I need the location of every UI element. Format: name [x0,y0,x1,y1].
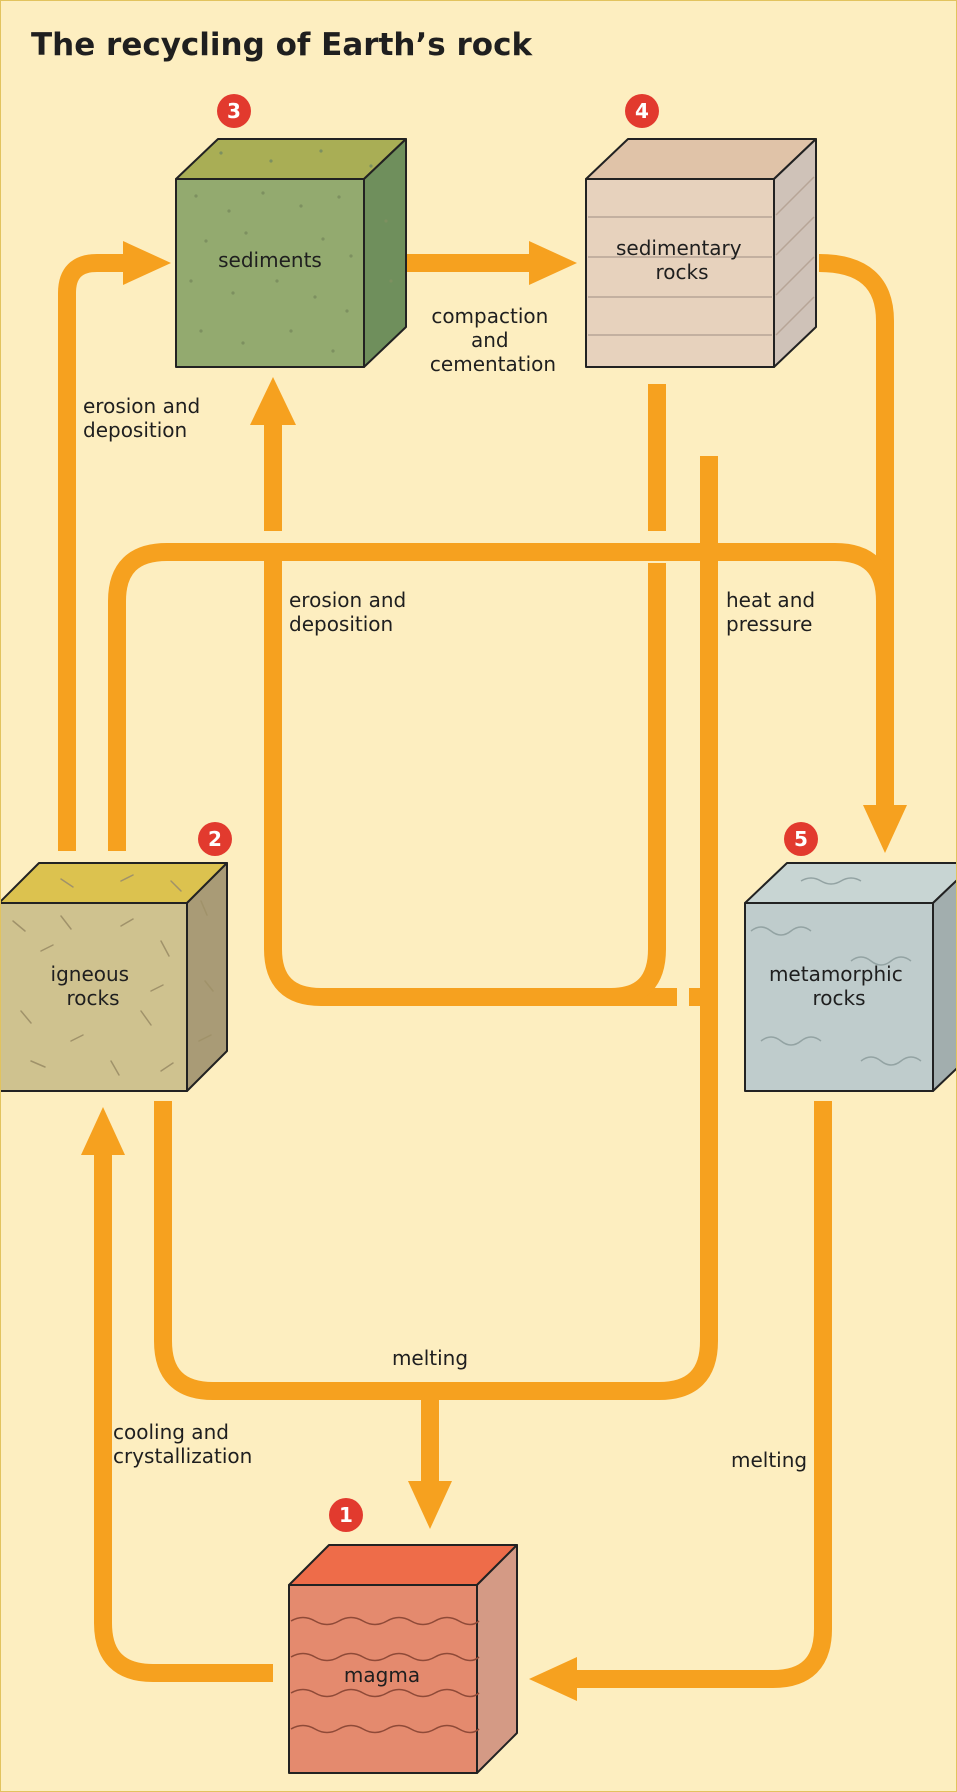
arrowhead-to-sediments-bottom [250,377,296,425]
metamorphic-badge [784,822,818,856]
arrow-igneous-to-sediments [58,254,125,851]
metamorphic-foliation [750,877,922,1066]
arrow-metamorphic-to-magma [575,1101,832,1688]
igneous-number: 2 [208,827,222,851]
sediments-number: 3 [227,99,241,123]
arrowhead-to-magma-right [529,1657,577,1701]
igneous-badge [198,822,232,856]
arrows [58,241,907,1701]
sedimentary-number: 4 [635,99,649,123]
label-erosion-left: erosion and deposition [83,394,207,442]
arrowhead-to-sediments [123,241,171,285]
sediments-badge [217,94,251,128]
label-erosion-center: erosion and deposition [289,588,413,636]
arrow-igneous-to-metamorphic [108,543,894,851]
arrow-sedimentary-to-metamorphic [818,254,894,807]
sedimentary-badge [625,94,659,128]
metamorphic-block: metamorphic rocks 5 [744,822,956,1092]
sedimentary-layers [588,176,815,336]
arrowhead-to-sedimentary [529,241,577,285]
label-compaction: compaction and cementation [430,304,556,376]
label-cooling: cooling and crystallization [113,1420,252,1468]
arrowhead-to-metamorphic [863,805,907,853]
magma-number: 1 [339,1503,353,1527]
sedimentary-label: sedimentary rocks [616,236,748,284]
label-melting-center: melting [392,1346,468,1370]
metamorphic-number: 5 [794,827,808,851]
label-heat-pressure: heat and pressure [726,588,821,636]
magma-waves [290,1616,480,1734]
sedimentary-block: sedimentary rocks 4 [585,94,817,368]
magma-label: magma [344,1663,420,1687]
sediments-block: sediments 3 [175,94,407,368]
igneous-texture [12,874,214,1076]
arrowhead-to-magma-top [408,1481,452,1529]
sediments-label: sediments [218,248,322,272]
arrowhead-to-igneous [81,1107,125,1155]
diagram-title: The recycling of Earth’s rock [31,27,533,63]
label-melting-right: melting [731,1448,807,1472]
magma-block: magma 1 [288,1498,518,1774]
sediment-grains [189,149,393,353]
igneous-label: igneous rocks [51,962,136,1010]
arrow-sedimentary-to-erosion [610,384,666,1006]
metamorphic-label: metamorphic rocks [769,962,909,1010]
arrow-rocks-to-sediments [264,423,703,1006]
arrow-heat-column [154,456,718,1400]
arrow-magma-to-igneous [94,1153,273,1682]
magma-badge [329,1498,363,1532]
igneous-block: igneous rocks 2 [1,822,232,1092]
